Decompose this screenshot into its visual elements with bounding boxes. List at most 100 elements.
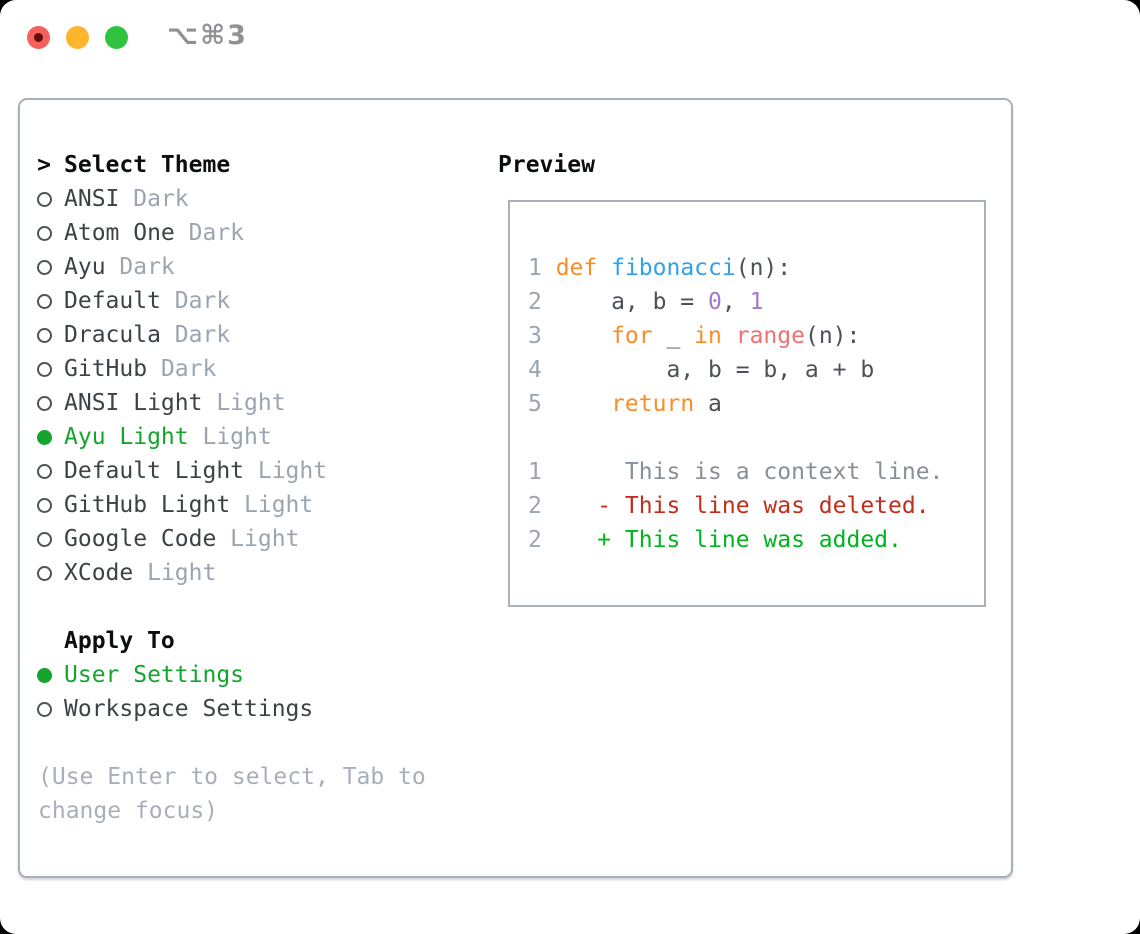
radio-marker xyxy=(30,658,58,692)
theme-name: GitHub Light xyxy=(64,492,231,518)
theme-name: Atom One xyxy=(64,220,175,246)
radio-icon xyxy=(36,361,52,377)
radio-marker xyxy=(30,488,58,522)
theme-option-ansi-light[interactable]: ANSI Light Light xyxy=(30,386,327,420)
theme-name: Ayu Light xyxy=(64,424,189,450)
theme-option-google-code[interactable]: Google Code Light xyxy=(30,522,327,556)
close-button[interactable] xyxy=(27,26,50,49)
line-number: 2 xyxy=(528,289,542,315)
radio-marker xyxy=(30,454,58,488)
empty-marker xyxy=(30,624,58,658)
theme-option-label: Google Code Light xyxy=(64,526,299,552)
theme-option-label: Atom One Dark xyxy=(64,220,244,246)
theme-variant: Dark xyxy=(174,220,245,246)
radio-icon xyxy=(36,327,52,343)
theme-option-github-light[interactable]: GitHub Light Light xyxy=(30,488,327,522)
theme-variant: Light xyxy=(216,526,300,552)
radio-marker xyxy=(30,284,58,318)
theme-option-label: Default Dark xyxy=(64,288,230,314)
select-theme-title: Select Theme xyxy=(64,152,231,178)
code-segment: , xyxy=(721,289,750,315)
radio-marker xyxy=(30,216,58,250)
radio-icon xyxy=(36,395,52,411)
code-segment: _ xyxy=(652,323,695,349)
apply-option-workspace-settings[interactable]: Workspace Settings xyxy=(30,692,327,726)
line-number: 2 xyxy=(528,527,542,553)
line-number: 1 xyxy=(528,255,542,281)
apply-option-label: Workspace Settings xyxy=(64,696,314,722)
code-segment: This is a context line. xyxy=(555,459,944,485)
code-segment: 0 xyxy=(708,289,722,315)
line-number: 1 xyxy=(528,459,542,485)
theme-name: XCode xyxy=(64,560,134,586)
theme-option-ayu[interactable]: Ayu Dark xyxy=(30,250,327,284)
selected-radio-icon xyxy=(36,667,52,683)
theme-option-ansi[interactable]: ANSI Dark xyxy=(30,182,327,216)
radio-marker xyxy=(30,182,58,216)
theme-variant: Dark xyxy=(147,356,217,382)
theme-name: ANSI xyxy=(64,186,120,212)
theme-option-label: ANSI Dark xyxy=(64,186,189,212)
selected-radio-icon xyxy=(36,429,52,445)
radio-marker xyxy=(30,318,58,352)
theme-variant: Dark xyxy=(160,322,231,348)
code-segment: a xyxy=(694,391,722,417)
zoom-button[interactable] xyxy=(105,26,128,49)
code-segment xyxy=(556,323,611,349)
code-segment xyxy=(722,323,736,349)
code-line: 2 a, b = 0, 1 xyxy=(528,285,943,319)
code-segment: def xyxy=(555,255,598,281)
theme-option-xcode[interactable]: XCode Light xyxy=(30,556,327,590)
window-shortcut-label: ⌥⌘3 xyxy=(167,20,248,51)
theme-name: Ayu xyxy=(64,254,106,280)
code-line: 4 a, b = b, a + b xyxy=(528,353,943,387)
apply-option-user-settings[interactable]: User Settings xyxy=(30,658,327,692)
theme-variant: Dark xyxy=(105,254,175,280)
theme-option-ayu-light[interactable]: Ayu Light Light xyxy=(30,420,327,454)
theme-option-github[interactable]: GitHub Dark xyxy=(30,352,327,386)
theme-name: Default Light xyxy=(64,458,245,484)
minimize-button[interactable] xyxy=(66,26,89,49)
theme-option-label: XCode Light xyxy=(64,560,216,586)
theme-name: ANSI Light xyxy=(64,390,203,416)
radio-icon xyxy=(36,463,52,479)
code-segment xyxy=(556,391,611,417)
theme-option-label: Dracula Dark xyxy=(64,322,230,348)
radio-icon xyxy=(36,293,52,309)
theme-option-default-light[interactable]: Default Light Light xyxy=(30,454,327,488)
code-segment: + This line was added. xyxy=(555,527,902,553)
code-segment: - This line was deleted. xyxy=(555,493,930,519)
line-number: 2 xyxy=(528,493,542,519)
radio-marker xyxy=(30,352,58,386)
theme-variant: Light xyxy=(188,424,272,450)
radio-icon xyxy=(36,191,52,207)
code-segment: a, b = b, a + b xyxy=(555,357,875,383)
theme-name: Default xyxy=(64,288,161,314)
theme-option-label: GitHub Dark xyxy=(64,356,216,382)
radio-marker xyxy=(30,556,58,590)
apply-option-label: User Settings xyxy=(64,662,245,688)
code-segment: (n): xyxy=(735,255,792,281)
radio-icon xyxy=(36,701,52,717)
theme-variant: Light xyxy=(133,560,217,586)
theme-option-atom-one[interactable]: Atom One Dark xyxy=(30,216,327,250)
code-segment: in xyxy=(694,323,722,349)
hint-line-2: change focus) xyxy=(38,798,219,824)
code-segment: for xyxy=(611,323,653,349)
code-line: 5 return a xyxy=(528,387,943,421)
theme-option-default[interactable]: Default Dark xyxy=(30,284,327,318)
theme-option-dracula[interactable]: Dracula Dark xyxy=(30,318,327,352)
code-line: 1 This is a context line. xyxy=(528,455,943,489)
theme-variant: Dark xyxy=(119,186,189,212)
radio-icon xyxy=(36,225,52,241)
code-segment: range xyxy=(735,323,805,349)
